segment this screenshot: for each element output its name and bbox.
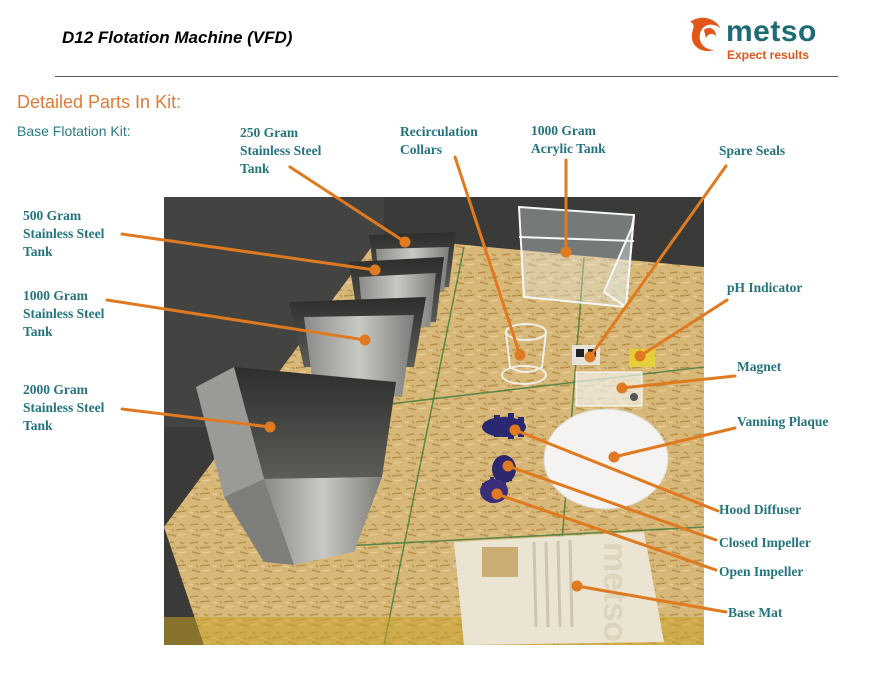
label-closed-impeller: Closed Impeller bbox=[719, 535, 811, 550]
logo-wordmark: metso bbox=[726, 15, 817, 48]
page-title: D12 Flotation Machine (VFD) bbox=[62, 28, 293, 47]
logo-tagline: Expect results bbox=[727, 48, 810, 62]
label-1000-gram-acrylic-tank: 1000 Gram Acrylic Tank bbox=[531, 123, 606, 156]
acrylic-tank-image bbox=[517, 205, 636, 309]
tank-2000-image bbox=[234, 367, 396, 479]
kit-subheading: Base Flotation Kit: bbox=[17, 123, 131, 139]
kit-parts-photo: metso bbox=[164, 197, 704, 645]
label-1000-gram-steel-tank: 1000 Gram Stainless Steel Tank bbox=[23, 288, 105, 339]
ph-indicator-image bbox=[629, 349, 655, 367]
magnet-image bbox=[575, 371, 643, 407]
label-open-impeller: Open Impeller bbox=[719, 564, 804, 579]
header-divider bbox=[55, 76, 838, 77]
vanning-plaque-image bbox=[543, 408, 669, 510]
section-heading: Detailed Parts In Kit: bbox=[17, 92, 182, 112]
label-2000-gram-tank: 2000 Gram Stainless Steel Tank bbox=[23, 382, 105, 433]
label-ph-indicator: pH Indicator bbox=[727, 280, 803, 295]
label-base-mat: Base Mat bbox=[728, 605, 783, 620]
label-250-gram-tank: 250 Gram Stainless Steel Tank bbox=[240, 125, 322, 176]
base-mat-logo-text: metso bbox=[596, 542, 634, 642]
metso-logo: metso Expect results bbox=[686, 14, 836, 66]
label-vanning-plaque: Vanning Plaque bbox=[737, 414, 829, 429]
label-500-gram-tank: 500 Gram Stainless Steel Tank bbox=[23, 208, 105, 259]
closed-impeller-image bbox=[492, 455, 516, 483]
label-hood-diffuser: Hood Diffuser bbox=[719, 502, 802, 517]
label-recirculation-collars: Recirculation Collars bbox=[400, 124, 478, 157]
metso-flame-icon bbox=[690, 17, 720, 52]
base-mat-image: metso bbox=[454, 532, 664, 645]
label-spare-seals: Spare Seals bbox=[719, 143, 786, 158]
label-magnet: Magnet bbox=[737, 359, 782, 374]
